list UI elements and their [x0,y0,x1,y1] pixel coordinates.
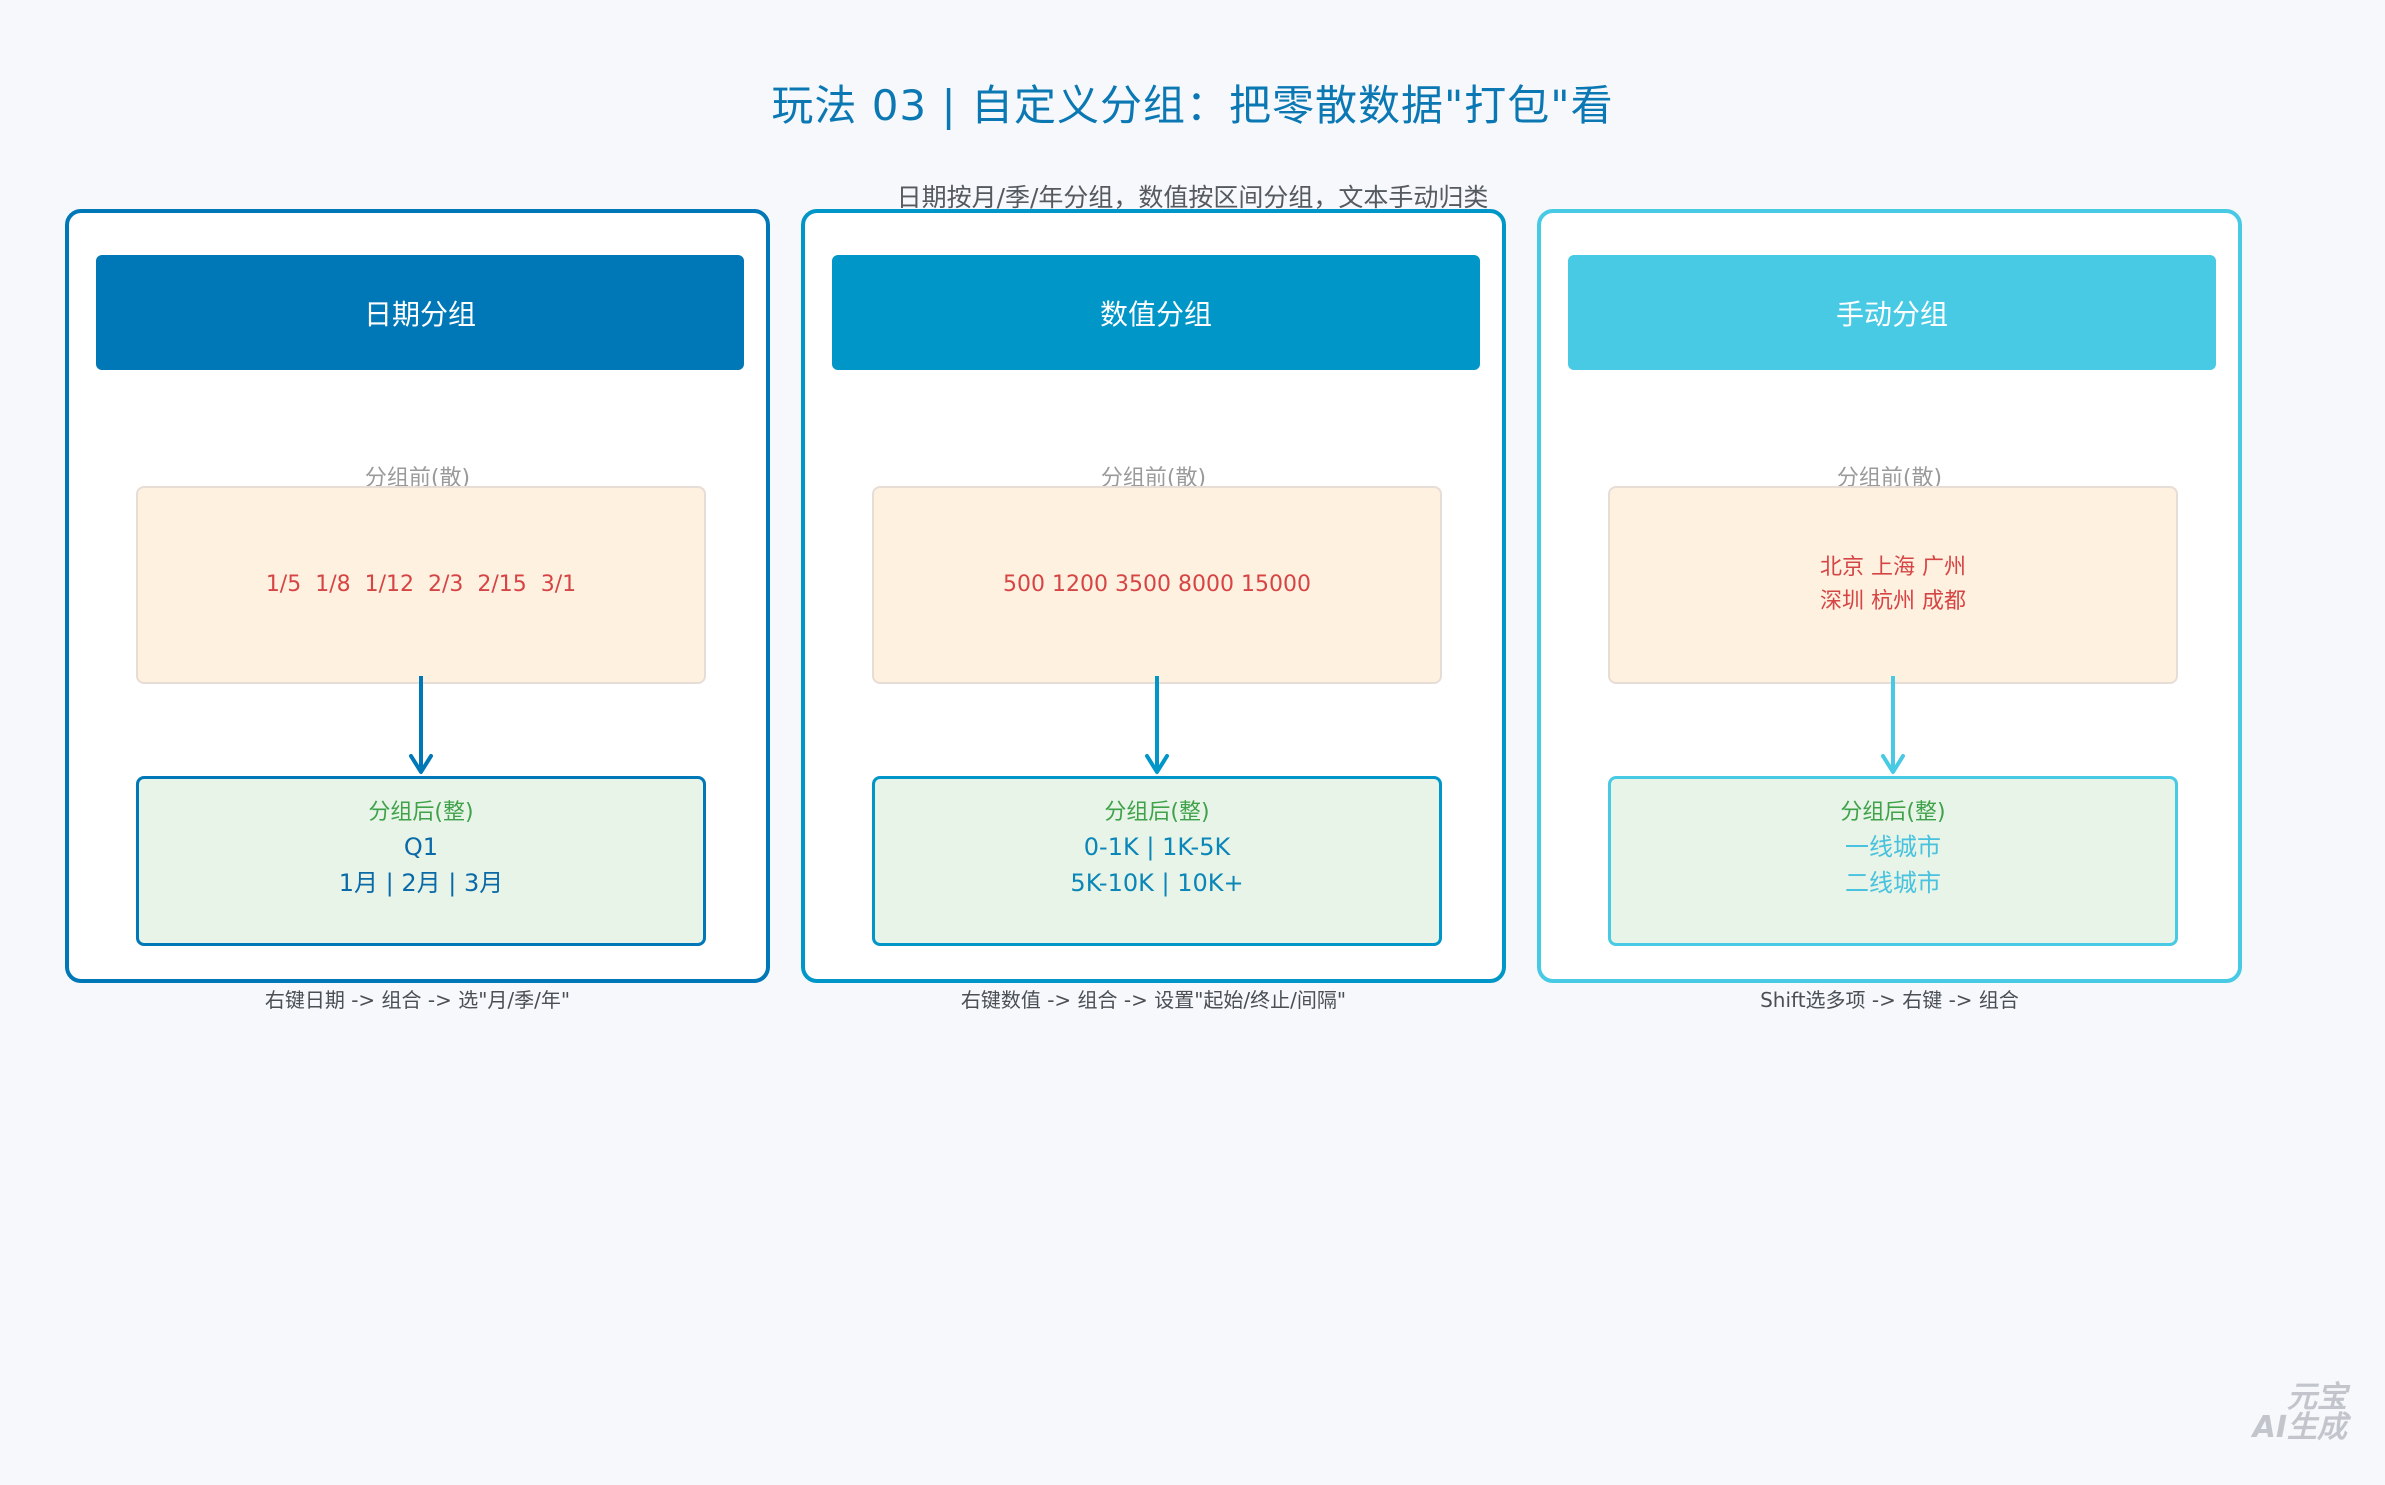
before-line: 500 1200 3500 8000 15000 [1003,572,1311,597]
after-line: 0-1K | 1K-5K [1083,833,1231,861]
after-line: 一线城市 [1845,833,1941,861]
before-box: 北京 上海 广州深圳 杭州 成都 [1608,486,2178,684]
after-line: 1月 | 2月 | 3月 [338,869,504,897]
after-box: 分组后(整) 0-1K | 1K-5K 5K-10K | 10K+ [872,776,1442,946]
after-label: 分组后(整) [368,800,474,825]
card-footnote: 右键数值 -> 组合 -> 设置"起始/终止/间隔" [960,988,1347,1012]
after-line: 5K-10K | 10K+ [1070,869,1244,897]
card-header: 手动分组 [1568,255,2216,370]
watermark: 元宝 AI生成 [2253,1383,2347,1443]
after-line: 二线城市 [1845,869,1941,897]
watermark-line-2: AI生成 [2252,1410,2347,1445]
before-line: 1/5 1/8 1/12 2/3 2/15 3/1 [265,572,577,597]
before-box: 1/5 1/8 1/12 2/3 2/15 3/1 [136,486,706,684]
after-line: Q1 [403,833,439,861]
page-subtitle: 日期按月/季/年分组，数值按区间分组，文本手动归类 [896,183,1489,212]
down-arrow-icon [409,676,433,774]
before-line: 深圳 杭州 成都 [1820,589,1966,614]
page-title: 玩法 03 | 自定义分组：把零散数据"打包"看 [771,81,1614,130]
after-box: 分组后(整) 一线城市二线城市 [1608,776,2178,946]
card-header: 数值分组 [832,255,1480,370]
watermark-line-1: 元宝 [2287,1380,2347,1415]
before-box: 500 1200 3500 8000 15000 [872,486,1442,684]
down-arrow-icon [1145,676,1169,774]
card-footnote: 右键日期 -> 组合 -> 选"月/季/年" [264,988,571,1012]
card-header: 日期分组 [96,255,744,370]
after-label: 分组后(整) [1104,800,1210,825]
after-box: 分组后(整) Q1 1月 | 2月 | 3月 [136,776,706,946]
after-label: 分组后(整) [1840,800,1946,825]
down-arrow-icon [1881,676,1905,774]
before-line: 北京 上海 广州 [1820,555,1966,580]
group-card-3: 手动分组分组前(散)北京 上海 广州深圳 杭州 成都分组后(整)一线城市二线城市 [1537,209,2242,983]
card-footnote: Shift选多项 -> 右键 -> 组合 [1760,988,2019,1012]
